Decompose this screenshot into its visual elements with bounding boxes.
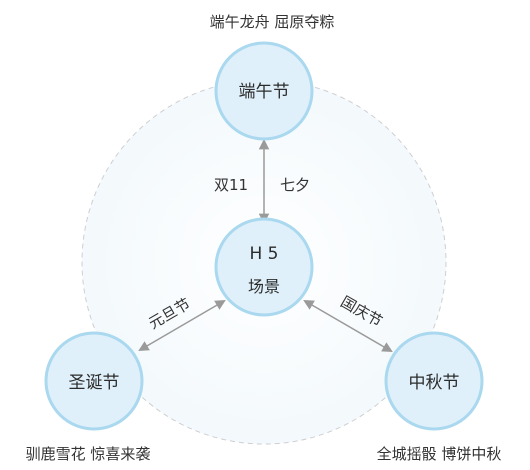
- caption-christmas: 驯鹿雪花 惊喜来袭: [26, 445, 151, 463]
- node-dragon-boat: [214, 41, 314, 141]
- node-christmas-label: 圣诞节: [69, 373, 120, 393]
- arrow-left-center: [138, 299, 226, 352]
- edge-label-double11: 双11: [214, 176, 248, 194]
- node-christmas: [44, 331, 144, 431]
- node-mid-autumn-label: 中秋节: [409, 373, 460, 393]
- node-h5-line1: H 5: [249, 244, 278, 264]
- edge-label-qixi: 七夕: [280, 176, 310, 194]
- caption-mid-autumn: 全城摇骰 博饼中秋: [377, 445, 502, 463]
- node-mid-autumn: [384, 331, 484, 431]
- arrow-right-center: [303, 299, 393, 353]
- caption-dragon-boat: 端午龙舟 屈原夺粽: [210, 13, 335, 31]
- node-dragon-boat-label: 端午节: [239, 82, 290, 102]
- node-h5-line2: 场景: [248, 277, 280, 296]
- node-h5-scene: [214, 217, 314, 317]
